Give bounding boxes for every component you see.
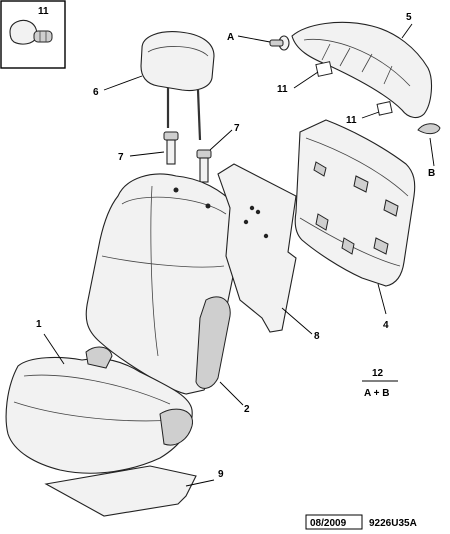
backrest-panel-part	[217, 163, 297, 333]
label-sticker-lower	[376, 101, 393, 116]
callout-4-rear-cover: 4	[383, 320, 389, 331]
callout-11-upper: 11	[277, 84, 288, 95]
bottom-pad-part	[44, 465, 197, 517]
callout-1-cushion: 1	[36, 319, 42, 330]
inset-plug-icon	[9, 19, 53, 45]
backrest-rear-cover-part	[294, 119, 416, 287]
kit-contents: A + B	[364, 388, 389, 399]
footer-date-box	[305, 514, 363, 530]
callout-8-panel: 8	[314, 331, 320, 342]
clip-b-part	[417, 123, 441, 135]
callout-5-cover: 5	[406, 12, 412, 23]
callout-7-right: 7	[234, 123, 240, 134]
headrest-part	[140, 31, 215, 141]
label-sticker-upper	[315, 61, 333, 77]
kit-number: 12	[372, 368, 384, 379]
clip-a-part	[269, 35, 290, 51]
headrest-guide-right	[196, 149, 212, 183]
callout-7-left: 7	[118, 152, 124, 163]
callout-11-lower: 11	[346, 115, 357, 126]
top-cover-part	[291, 21, 433, 119]
callout-9-pad: 9	[218, 469, 224, 480]
callout-a-clip: A	[227, 32, 234, 43]
callout-b-clip: B	[428, 168, 435, 179]
callout-6-headrest: 6	[93, 87, 99, 98]
callout-11-inset: 11	[38, 6, 49, 17]
footer-reference: 9226U35A	[369, 518, 417, 529]
seat-cushion-part	[5, 346, 193, 474]
headrest-guide-left	[163, 131, 179, 165]
backrest-part	[85, 173, 243, 395]
callout-2-backrest: 2	[244, 404, 250, 415]
footer-date: 08/2009	[310, 518, 347, 529]
